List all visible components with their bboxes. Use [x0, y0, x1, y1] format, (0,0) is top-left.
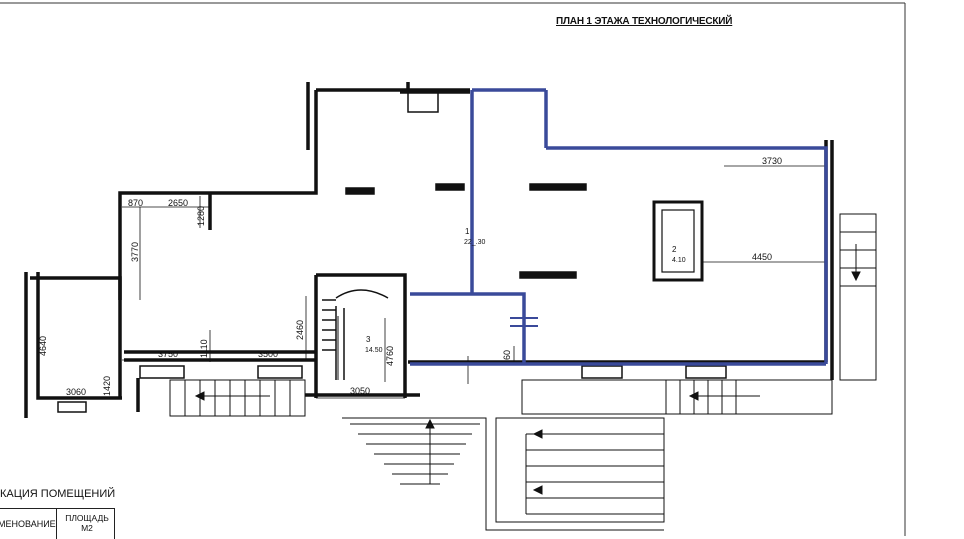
dim-3050: 3050	[350, 386, 370, 396]
dim-2460: 2460	[295, 320, 305, 340]
room-3-area: 14.50	[365, 347, 383, 354]
dim-3730: 3730	[762, 156, 782, 166]
dim-1110: 1110	[199, 339, 209, 358]
legend-title: КАЦИЯ ПОМЕЩЕНИЙ	[0, 488, 116, 500]
room-1-area: 22_.30	[464, 239, 486, 246]
legend-column-separator	[56, 509, 57, 539]
exterior-walls	[24, 82, 834, 418]
plan-title: ПЛАН 1 ЭТАЖА ТЕХНОЛОГИЧЕСКИЙ	[556, 16, 733, 27]
dimension-lines	[37, 165, 826, 399]
dim-3060: 3060	[66, 387, 86, 397]
room-2-area: 4.10	[672, 257, 686, 264]
room-2-number: 2	[672, 245, 677, 254]
room-3-number: 3	[366, 335, 371, 344]
dim-2650: 2650	[168, 198, 188, 208]
legend-col-area-unit: М2	[81, 523, 93, 533]
legend-col-name: МЕНОВАНИЕ	[0, 519, 56, 529]
dim-3750: 3750	[158, 349, 178, 359]
dim-1280: 1280	[196, 206, 206, 226]
legend-col-area-label: ПЛОЩАДЬ	[65, 513, 109, 523]
highlighted-area-outline	[410, 88, 828, 366]
dim-3500: 3500	[258, 349, 278, 359]
interior-details	[57, 91, 727, 413]
room-labels: 1 22_.30 2 4.10 3 14.50	[365, 227, 686, 354]
dimension-labels: 870 2650 1280 3770 4640 3750 1110 3500 2…	[38, 156, 782, 397]
dim-1420: 1420	[102, 376, 112, 396]
external-stairs	[169, 213, 877, 531]
dim-4450: 4450	[752, 252, 772, 262]
legend-col-area: ПЛОЩАДЬ М2	[60, 513, 114, 533]
dim-870: 870	[128, 198, 143, 208]
dim-3770: 3770	[130, 242, 140, 262]
room-1-number: 1	[465, 227, 470, 236]
dim-60: 60	[502, 350, 512, 360]
dim-4760: 4760	[385, 346, 395, 366]
dim-4640: 4640	[38, 336, 48, 356]
legend-table	[0, 508, 115, 539]
